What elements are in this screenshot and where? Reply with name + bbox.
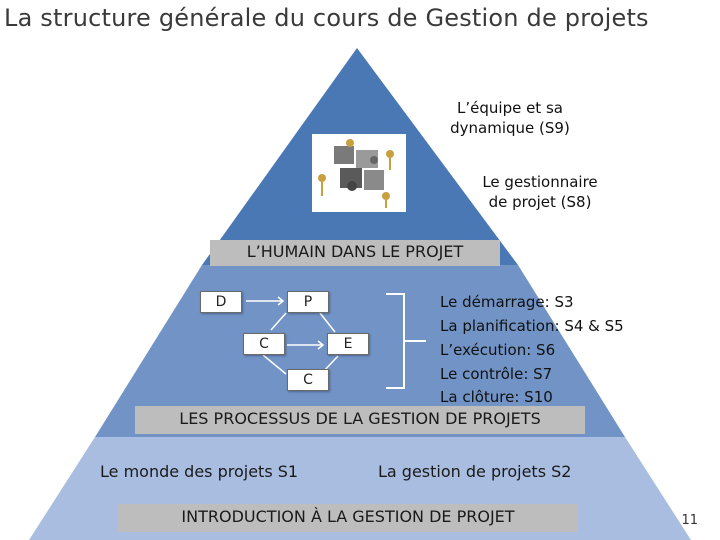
process-item-closure: La clôture: S10 [440, 388, 553, 406]
process-label-bar [135, 406, 585, 434]
intro-label-bar [118, 504, 578, 532]
team-topic: L’équipe et sa dynamique (S9) [450, 99, 570, 137]
human-section-label: L’HUMAIN DANS LE PROJET [246, 242, 464, 261]
process-section-label: LES PROCESSUS DE LA GESTION DE PROJETS [179, 409, 541, 428]
process-item-start: Le démarrage: S3 [440, 293, 574, 311]
slide-title: La structure générale du cours de Gestio… [4, 4, 649, 32]
process-box-c2: C [287, 369, 329, 391]
process-box-d: D [200, 291, 242, 313]
intro-section-label: INTRODUCTION À LA GESTION DE PROJET [181, 507, 515, 526]
process-item-planning: La planification: S4 & S5 [440, 317, 624, 335]
process-item-execution: L’exécution: S6 [440, 341, 556, 359]
puzzle-team-image [312, 134, 406, 212]
process-box-p: P [287, 291, 329, 313]
human-label-bar [210, 240, 500, 266]
process-item-control: Le contrôle: S7 [440, 365, 553, 383]
bottom-item-s1: Le monde des projets S1 [100, 462, 299, 481]
bottom-item-s2: La gestion de projets S2 [378, 462, 572, 481]
page-number: 11 [681, 513, 698, 528]
manager-topic: Le gestionnaire de projet (S8) [482, 173, 598, 211]
process-box-e: E [327, 333, 369, 355]
process-box-c1: C [243, 333, 285, 355]
process-bracket [386, 293, 426, 389]
